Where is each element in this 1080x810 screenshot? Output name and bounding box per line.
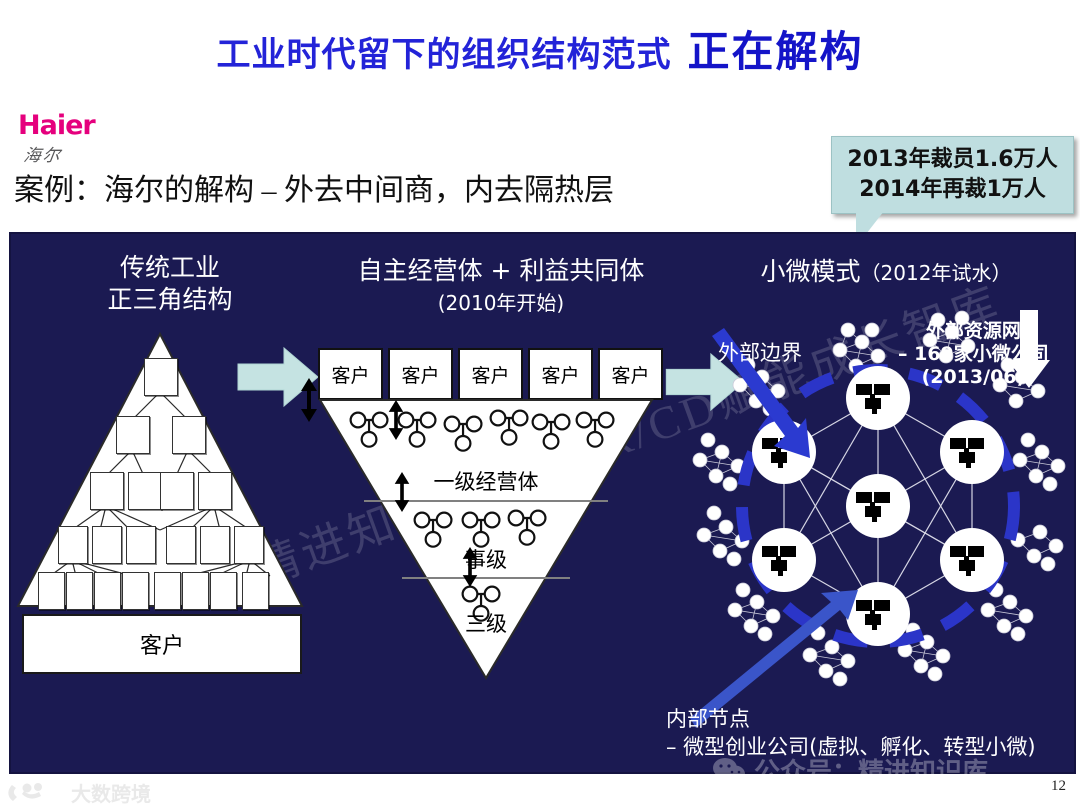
micro-network-diagram	[690, 306, 1072, 730]
double-arrow-vertical-icon-4	[462, 547, 478, 587]
customer-cell-row: 客户 客户 客户 客户 客户	[318, 348, 663, 400]
org-node	[126, 526, 156, 564]
tier-label-2: 事级	[465, 548, 507, 572]
double-arrow-vertical-icon-2	[388, 400, 404, 440]
org-node	[160, 472, 194, 510]
case-subtitle: 案例：海尔的解构 – 外去中间商，内去隔热层	[14, 174, 614, 207]
org-node	[234, 526, 264, 564]
arrow-right-icon-2	[665, 352, 745, 412]
customer-base-bar: 客户	[22, 614, 302, 674]
tier-label-3: 三级	[465, 612, 507, 636]
customer-cell: 客户	[388, 348, 453, 400]
haier-logo: Haier 海尔	[18, 112, 138, 170]
internal-nodes-line1: 内部节点	[666, 707, 750, 731]
org-node	[198, 472, 232, 510]
org-node	[154, 572, 181, 610]
org-node	[182, 572, 209, 610]
dashukuajing-logo-icon	[8, 782, 42, 801]
note-external-resource-net: 外部资源网 – 169家小微公司 (2013/06)	[898, 320, 1049, 389]
col1-line2: 正三角结构	[107, 285, 233, 314]
tier-label-1: 一级经营体	[433, 470, 539, 494]
col2-line2: (2010年开始)	[437, 291, 565, 315]
arrow-right-icon-1	[237, 346, 319, 408]
note-internal-nodes: 内部节点 – 微型创业公司(虚拟、孵化、转型小微)	[666, 705, 1036, 761]
page-title: 工业时代留下的组织结构范式正在解构	[0, 18, 1080, 79]
external-net-line2: – 169家小微公司	[898, 343, 1049, 365]
title-main: 工业时代留下的组织结构范式	[216, 35, 672, 75]
boundary-pointer-arrow	[712, 328, 810, 458]
double-arrow-vertical-icon-1	[301, 378, 317, 422]
customer-cell: 客户	[528, 348, 593, 400]
org-node	[90, 472, 124, 510]
col1-line1: 传统工业	[119, 253, 220, 282]
org-node	[242, 572, 269, 610]
external-resource-pointer-arrow	[1008, 306, 1050, 388]
customer-cell: 客户	[318, 348, 383, 400]
column-head-traditional: 传统工业 正三角结构	[30, 252, 310, 316]
org-node	[172, 416, 206, 454]
traditional-pyramid: 客户	[14, 330, 306, 680]
org-node	[166, 526, 196, 564]
brand-watermark: 大数跨境	[8, 778, 151, 807]
column-head-micro: 小微模式（2012年试水）	[700, 252, 1072, 288]
note-outer-boundary: 外部边界	[718, 341, 802, 365]
customer-cell: 客户	[458, 348, 523, 400]
org-node	[128, 472, 162, 510]
external-net-line1: 外部资源网	[925, 320, 1021, 342]
callout-line-2: 2014年再裁1万人	[859, 177, 1046, 202]
autonomous-inverted-triangle: 客户 客户 客户 客户 客户	[318, 348, 663, 688]
network-svg	[690, 306, 1066, 728]
double-arrow-vertical-icon-3	[394, 472, 410, 512]
internal-pointer-arrow	[690, 590, 858, 728]
org-node	[122, 572, 149, 610]
haier-chinese-mark: 海尔	[22, 146, 64, 165]
title-emphasis: 正在解构	[687, 27, 864, 76]
callout-line-1: 2013年裁员1.6万人	[847, 147, 1058, 172]
org-node	[210, 572, 237, 610]
org-node	[92, 526, 122, 564]
org-node	[144, 358, 178, 396]
org-node	[66, 572, 93, 610]
customer-cell: 客户	[598, 348, 663, 400]
col2-line1: 自主经营体 + 利益共同体	[357, 256, 645, 285]
org-node	[38, 572, 65, 610]
col3-line2: （2012年试水）	[860, 261, 1012, 285]
brand-watermark-text: 大数跨境	[71, 782, 151, 806]
haier-wordmark: Haier	[18, 110, 96, 141]
org-node	[94, 572, 121, 610]
page-number: 12	[1051, 778, 1066, 794]
org-node	[116, 416, 150, 454]
column-head-autonomous: 自主经营体 + 利益共同体 (2010年开始)	[316, 255, 686, 319]
col3-line1: 小微模式	[760, 257, 861, 286]
layoff-callout: 2013年裁员1.6万人 2014年再裁1万人	[831, 136, 1074, 214]
external-net-line3: (2013/06)	[921, 366, 1026, 388]
org-node	[200, 526, 230, 564]
org-node	[58, 526, 88, 564]
inverted-triangle-shape	[318, 399, 654, 680]
internal-nodes-line2: – 微型创业公司(虚拟、孵化、转型小微)	[666, 735, 1036, 759]
